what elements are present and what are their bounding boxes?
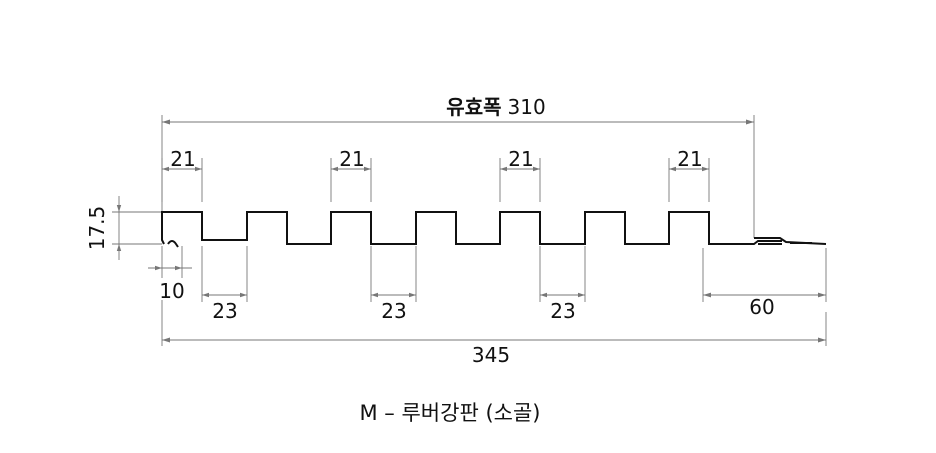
effective-width-label: 유효폭 310 bbox=[446, 95, 545, 119]
total-width-label: 345 bbox=[472, 343, 510, 367]
rib-top-dimension-3: 21 bbox=[499, 147, 541, 202]
valley-label: 23 bbox=[212, 299, 237, 323]
height-dimension: 17.5 bbox=[85, 196, 162, 260]
valley-dimension-2: 23 bbox=[370, 246, 417, 323]
valley-label: 23 bbox=[381, 299, 406, 323]
flat-end-dimension: 60 bbox=[702, 248, 827, 319]
total-width-dimension: 345 bbox=[161, 300, 827, 367]
valley-label: 23 bbox=[550, 299, 575, 323]
valley-dimension-3: 23 bbox=[539, 246, 586, 323]
rib-top-label: 21 bbox=[677, 147, 702, 171]
lip-label: 10 bbox=[159, 279, 184, 303]
effective-width-dimension: 유효폭 310 bbox=[161, 95, 755, 238]
effective-width-word: 유효폭 bbox=[446, 95, 501, 119]
rib-top-dimension-1: 21 bbox=[161, 147, 203, 202]
rib-top-dimension-2: 21 bbox=[330, 147, 372, 202]
rib-top-label: 21 bbox=[170, 147, 195, 171]
diagram-caption: M – 루버강판 (소골) bbox=[360, 401, 541, 425]
effective-width-value: 310 bbox=[508, 95, 546, 119]
rib-top-dimension-4: 21 bbox=[668, 147, 710, 202]
rib-top-label: 21 bbox=[339, 147, 364, 171]
lip-dimension: 10 bbox=[148, 246, 192, 303]
height-label: 17.5 bbox=[85, 206, 109, 251]
sheet-profile bbox=[161, 211, 827, 248]
rib-top-label: 21 bbox=[508, 147, 533, 171]
valley-dimension-1: 23 bbox=[201, 246, 248, 323]
flat-end-label: 60 bbox=[749, 295, 774, 319]
